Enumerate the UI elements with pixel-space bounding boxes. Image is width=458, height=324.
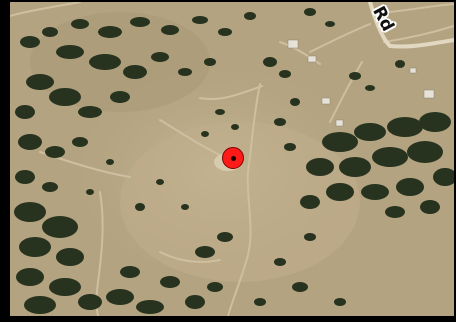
satellite-imagery [10,2,454,316]
marker-center-dot [231,156,236,161]
tree-cover [14,8,454,314]
satellite-map[interactable]: Rd [10,2,454,316]
buildings [287,39,435,127]
location-marker-icon[interactable] [222,147,244,169]
